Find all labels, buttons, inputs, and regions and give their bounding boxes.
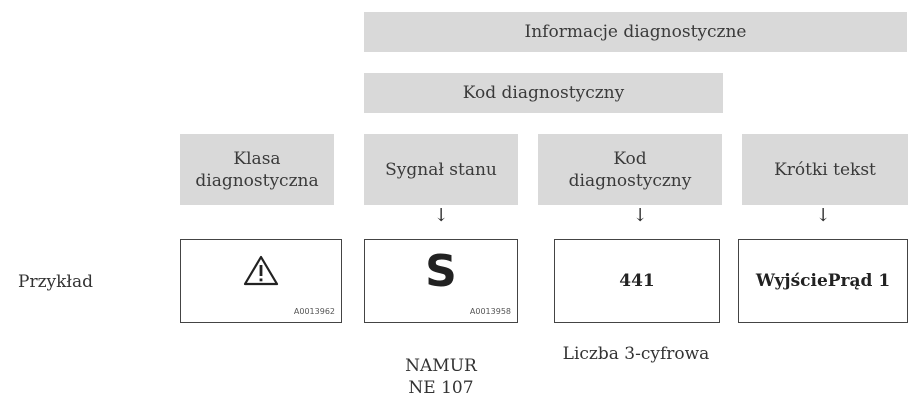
- status-signal-letter: S: [425, 245, 457, 297]
- column-header-diagnostic-class: Klasa diagnostyczna: [180, 134, 334, 205]
- diagnostic-code-value: 441: [619, 271, 655, 291]
- caption-diagnostic-code: Liczba 3-cyfrowa: [538, 343, 734, 365]
- column-header-short-text: Krótki tekst: [742, 134, 908, 205]
- figure-code-class: A0013962: [293, 307, 335, 316]
- caption-status-signal-text: NAMUR NE 107: [405, 356, 477, 398]
- column-header-diagnostic-class-label: Klasa diagnostyczna: [195, 148, 319, 191]
- column-header-status-signal-label: Sygnał stanu: [385, 159, 497, 180]
- example-diagnostic-code-box: 441: [554, 239, 720, 323]
- header-diagnostic-code: Kod diagnostyczny: [364, 73, 723, 113]
- column-header-status-signal: Sygnał stanu: [364, 134, 518, 205]
- header-diagnostic-info-label: Informacje diagnostyczne: [524, 22, 747, 42]
- arrow-down-icon: ↓: [433, 205, 449, 226]
- short-text-value: WyjściePrąd 1: [755, 271, 891, 291]
- warning-icon: [243, 255, 279, 286]
- caption-status-signal: NAMUR NE 107: [364, 333, 518, 399]
- arrow-down-icon: ↓: [632, 205, 648, 226]
- arrow-down-icon: ↓: [815, 205, 831, 226]
- example-diagnostic-class-box: A0013962: [180, 239, 342, 323]
- figure-code-status: A0013958: [469, 307, 511, 316]
- header-diagnostic-code-label: Kod diagnostyczny: [462, 83, 625, 103]
- column-header-diagnostic-code: Kod diagnostyczny: [538, 134, 722, 205]
- row-label-example: Przykład: [18, 272, 93, 292]
- header-diagnostic-info: Informacje diagnostyczne: [364, 12, 907, 52]
- row-label-example-text: Przykład: [18, 272, 93, 292]
- example-status-signal-box: S A0013958: [364, 239, 518, 323]
- column-header-short-text-label: Krótki tekst: [774, 159, 876, 180]
- column-header-diagnostic-code-label: Kod diagnostyczny: [568, 148, 692, 191]
- caption-diagnostic-code-text: Liczba 3-cyfrowa: [562, 344, 710, 364]
- example-short-text-box: WyjściePrąd 1: [738, 239, 908, 323]
